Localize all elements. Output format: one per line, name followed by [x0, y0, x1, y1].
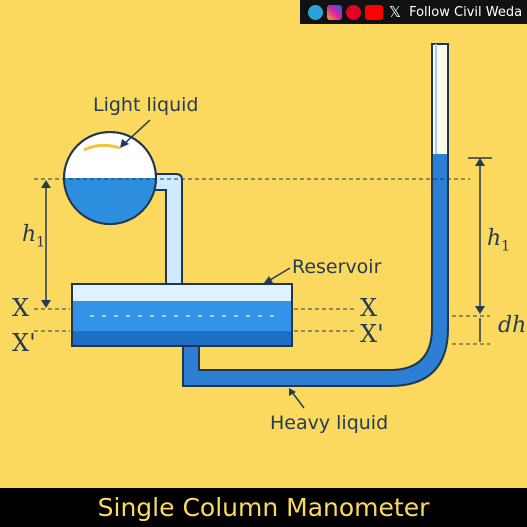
youtube-icon[interactable]: [365, 4, 383, 20]
caption-bar: Single Column Manometer: [0, 488, 527, 527]
reservoir-label: Reservoir: [292, 256, 382, 278]
reservoir-pointer: [269, 267, 291, 281]
reservoir-liquid-top: [73, 301, 291, 331]
pinterest-icon[interactable]: [346, 4, 361, 20]
x-right-label: X: [360, 294, 378, 322]
follow-text: Follow Civil Weda: [409, 4, 523, 20]
caption-title: Single Column Manometer: [97, 493, 430, 522]
x-prime-left-label: X': [12, 329, 36, 357]
dh-label: dh: [498, 313, 527, 338]
x-left-label: X: [12, 294, 30, 322]
tube-liquid-column: [433, 154, 447, 330]
heavy-liquid-pipe: [182, 159, 449, 387]
left-h1-label: h1: [22, 222, 46, 251]
manometer-diagram: [34, 43, 492, 409]
right-h1-label: h1: [487, 226, 511, 255]
heavy-liquid-label: Heavy liquid: [270, 412, 389, 434]
bulb-liquid: [64, 178, 156, 224]
reservoir-liquid-bottom: [73, 331, 291, 345]
x-prime-right-label: X': [360, 320, 384, 348]
x-icon[interactable]: 𝕏: [389, 3, 402, 21]
bulb-connector-pipe: [147, 173, 183, 287]
instagram-icon[interactable]: [327, 4, 342, 20]
social-bar: 𝕏 Follow Civil Weda: [300, 0, 527, 24]
telegram-icon[interactable]: [308, 4, 323, 20]
heavy-liquid-pointer: [291, 391, 305, 409]
bulb-shine: [83, 143, 121, 152]
light-liquid-pointer: [123, 119, 151, 145]
tube-empty: [431, 43, 449, 165]
light-liquid-label: Light liquid: [93, 94, 199, 116]
reservoir-light-layer: [73, 285, 291, 301]
